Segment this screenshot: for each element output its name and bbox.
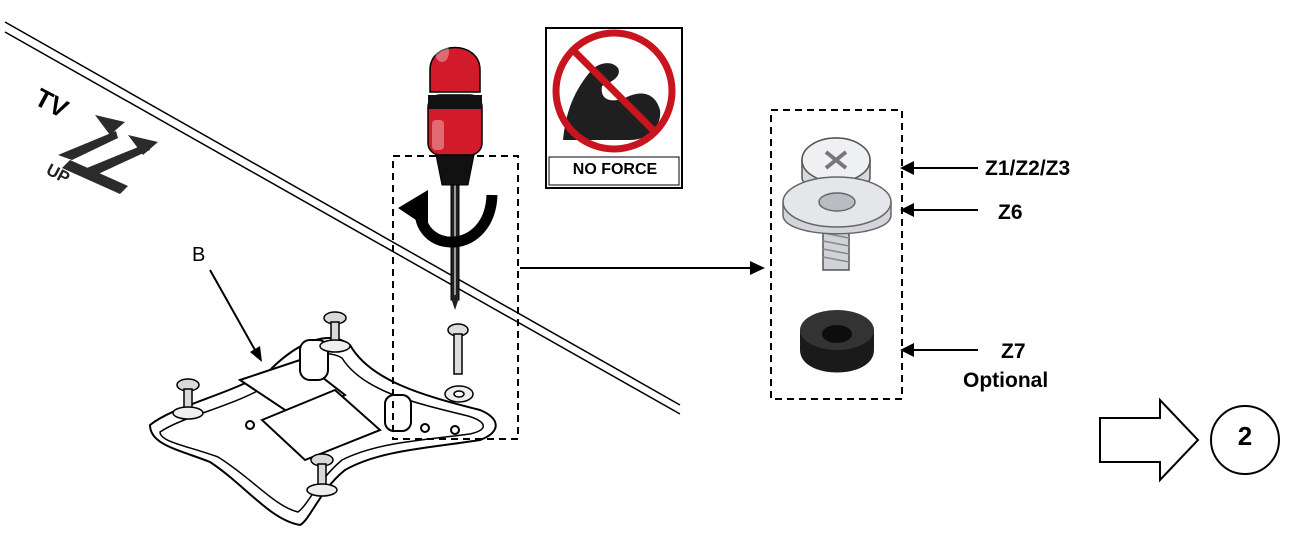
z123-pointer-arrow — [900, 161, 978, 175]
bracket-b — [148, 337, 497, 527]
screwdriver-icon — [427, 42, 483, 310]
part-z123-label: Z1/Z2/Z3 — [985, 157, 1071, 180]
step-number-circle — [1210, 405, 1280, 475]
no-force-badge — [545, 27, 683, 189]
rotate-clockwise-icon — [398, 190, 498, 248]
no-force-label: NO FORCE — [572, 161, 658, 178]
part-z7-label: Z7 — [1001, 340, 1026, 363]
detail-to-parts-arrow — [520, 261, 765, 275]
part-z7-note: Optional — [963, 369, 1049, 392]
next-step-number: 2 — [1237, 421, 1253, 451]
parts-box — [770, 109, 903, 400]
prohibition-ring — [552, 29, 676, 153]
up-arrow-icon — [58, 115, 158, 194]
next-arrow-icon — [1099, 397, 1200, 483]
bracket-screw — [172, 378, 204, 420]
z6-pointer-arrow — [900, 203, 978, 217]
z7-pointer-arrow — [900, 343, 978, 357]
bracket-label: B — [192, 244, 206, 266]
bracket-screw — [319, 311, 351, 353]
washer-z6 — [782, 176, 892, 235]
prohibition-slash — [570, 47, 658, 135]
detail-screw — [444, 323, 474, 403]
bracket-pointer-arrow — [209, 269, 262, 362]
bracket-screw — [306, 453, 338, 497]
part-z6-label: Z6 — [998, 201, 1023, 224]
flexed-arm-icon — [563, 63, 661, 140]
tv-panel-edge — [4, 21, 681, 415]
spacer-z7 — [800, 310, 874, 373]
